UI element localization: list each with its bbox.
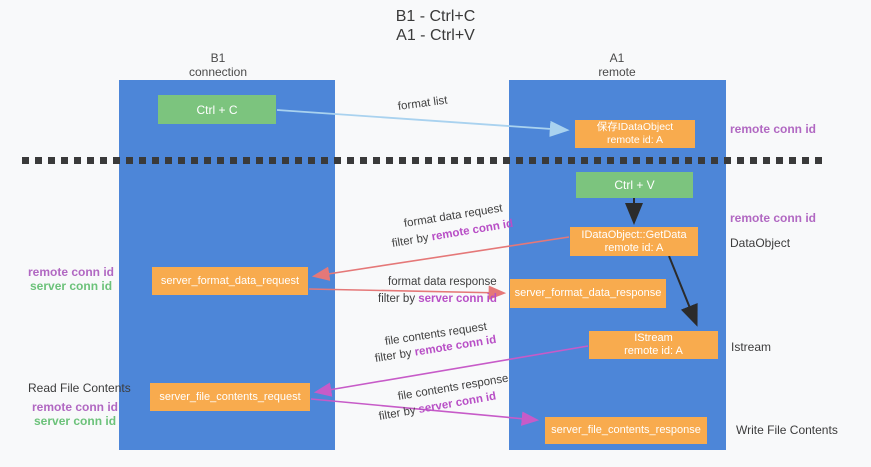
title-line-1: B1 - Ctrl+C bbox=[395, 8, 476, 25]
node-ctrl-c: Ctrl + C bbox=[158, 95, 276, 124]
node-server-format-data-response: server_format_data_response bbox=[510, 279, 666, 308]
node-server-file-contents-response: server_file_contents_response bbox=[545, 417, 707, 444]
label-read-file-contents: Read File Contents bbox=[28, 381, 131, 395]
node-server-file-contents-request: server_file_contents_request bbox=[150, 383, 310, 411]
node-idataobject-getdata: IDataObject::GetData remote id: A bbox=[570, 227, 698, 256]
label-istream: Istream bbox=[731, 340, 772, 354]
node-server-format-data-request-label: server_format_data_request bbox=[160, 274, 300, 287]
node-ctrl-v: Ctrl + V bbox=[576, 172, 693, 198]
node-server-file-contents-response-label: server_file_contents_response bbox=[551, 424, 701, 436]
filter-by-text: filter by bbox=[374, 346, 416, 365]
label-server-conn-id-left-1: server conn id bbox=[30, 279, 113, 293]
node-istream-line2: remote id: A bbox=[624, 345, 683, 357]
title-line-2: A1 - Ctrl+V bbox=[396, 27, 475, 44]
label-remote-conn-id-right-2: remote conn id bbox=[730, 211, 817, 225]
node-save-idataobject: 保存IDataObject remote id: A bbox=[575, 120, 695, 148]
lane-a1-role: remote bbox=[598, 65, 636, 79]
label-remote-conn-id-right-1: remote conn id bbox=[730, 122, 817, 136]
label-write-file-contents: Write File Contents bbox=[736, 423, 838, 437]
node-server-format-data-request: server_format_data_request bbox=[152, 267, 308, 295]
label-remote-conn-id-left-2: remote conn id bbox=[32, 400, 119, 414]
node-save-idataobject-line1: 保存IDataObject bbox=[596, 121, 674, 133]
node-ctrl-v-label: Ctrl + V bbox=[614, 178, 655, 192]
filter-server-conn-id: server conn id bbox=[418, 293, 497, 305]
node-getdata-line1: IDataObject::GetData bbox=[581, 228, 687, 241]
lane-b1-name: B1 bbox=[210, 51, 226, 65]
label-format-data-response: format data response bbox=[388, 276, 497, 288]
label-dataobject: DataObject bbox=[730, 236, 791, 250]
node-istream: IStream remote id: A bbox=[589, 331, 718, 359]
node-server-file-contents-request-label: server_file_contents_request bbox=[159, 390, 301, 403]
label-remote-conn-id-left-1: remote conn id bbox=[28, 265, 115, 279]
node-getdata-line2: remote id: A bbox=[604, 241, 664, 254]
label-server-conn-id-left-2: server conn id bbox=[34, 414, 117, 428]
node-ctrl-c-label: Ctrl + C bbox=[196, 102, 238, 117]
label-filter-server-1: filter by server conn id bbox=[378, 293, 497, 305]
lane-header-a1: A1 remote bbox=[557, 51, 677, 79]
filter-by-text: filter by bbox=[378, 293, 419, 305]
filter-by-text: filter by bbox=[391, 231, 433, 250]
dashed-divider bbox=[22, 157, 828, 164]
filter-by-text: filter by bbox=[377, 404, 420, 423]
node-istream-line1: IStream bbox=[634, 332, 673, 344]
label-format-list: format list bbox=[397, 94, 449, 113]
lane-header-b1: B1 connection bbox=[158, 51, 278, 79]
lane-b1-role: connection bbox=[188, 65, 248, 79]
node-server-format-data-response-label: server_format_data_response bbox=[514, 287, 662, 299]
node-save-idataobject-line2: remote id: A bbox=[606, 134, 664, 146]
diagram-title: B1 - Ctrl+C A1 - Ctrl+V bbox=[0, 7, 871, 45]
lane-a1-name: A1 bbox=[609, 51, 625, 65]
